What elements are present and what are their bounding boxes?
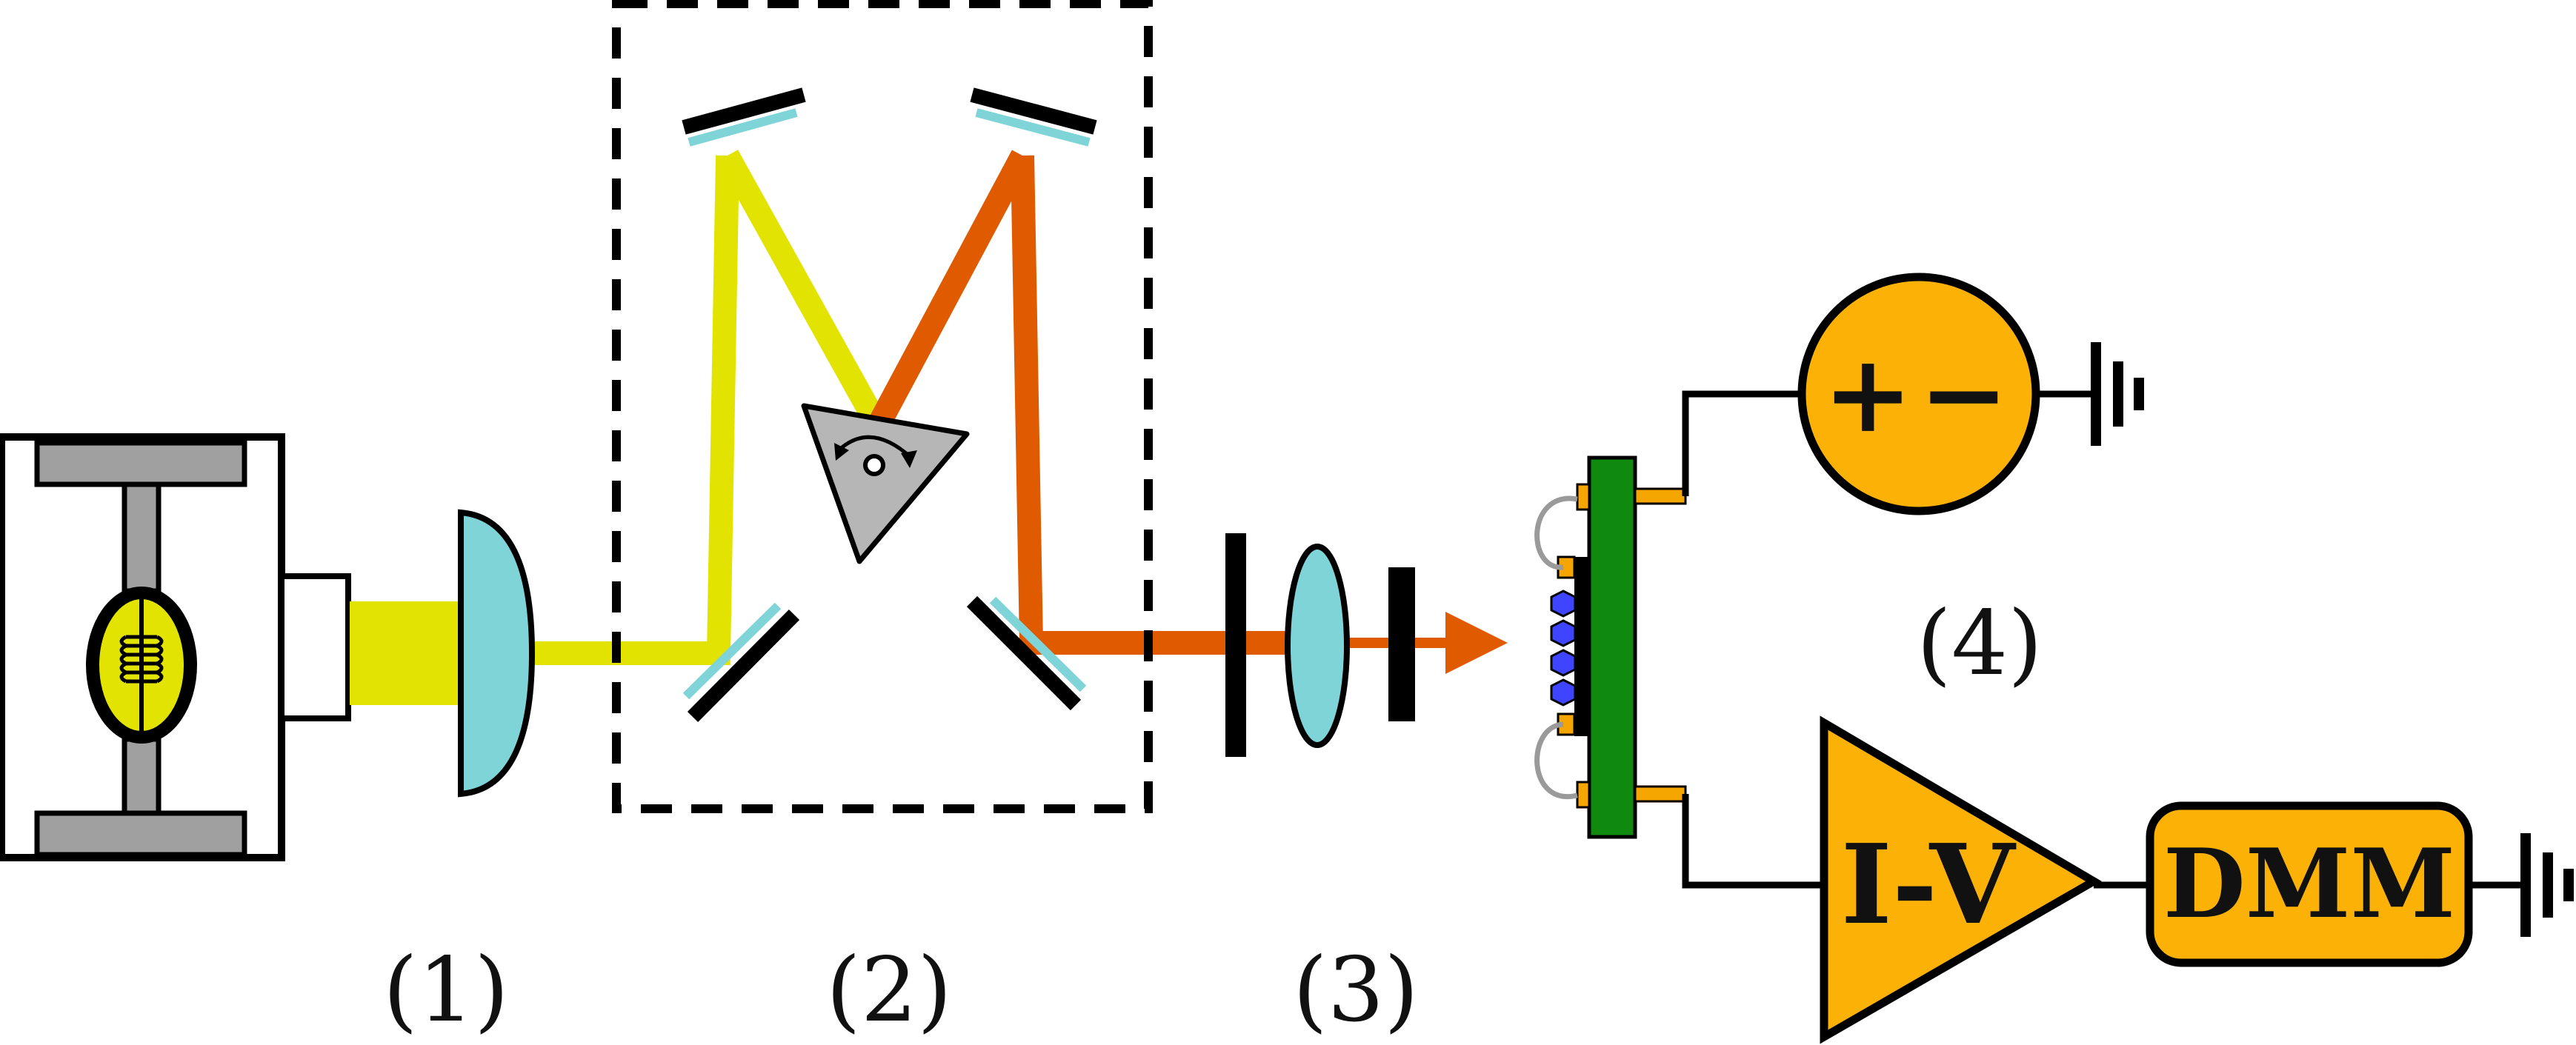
lamp-icon [86, 587, 197, 744]
power-supply-label: +− [1823, 331, 2015, 457]
slit-icon [1225, 533, 1246, 757]
lens-icon [1285, 544, 1350, 748]
lamp-housing [0, 433, 351, 861]
stage-2-label: (2) [826, 939, 952, 1042]
digital-multimeter: DMM [2146, 801, 2473, 967]
mirror-icon [966, 595, 1087, 711]
sample-device-icon [1534, 455, 1687, 839]
stage-4-label: (4) [1917, 592, 2043, 695]
amplifier-label: I-V [1841, 820, 2017, 949]
rotation-arrow-icon [834, 435, 917, 468]
wiring [1682, 390, 2520, 889]
stage-1-label: (1) [383, 939, 509, 1042]
monochromator-enclosure [612, 0, 1153, 813]
mirror-icon [970, 87, 1097, 147]
meter-label: DMM [2163, 829, 2455, 940]
lens-icon [458, 509, 536, 798]
prism-icon [801, 403, 970, 564]
stage-3-label: (3) [1293, 939, 1419, 1042]
ground-icon [2091, 342, 2144, 446]
mirror-icon [682, 87, 806, 147]
ground-icon [2520, 833, 2574, 937]
power-supply: +− [1797, 273, 2040, 515]
current-voltage-amplifier: I-V [1820, 715, 2102, 1044]
slit-icon [1388, 567, 1415, 721]
collimated-beam [350, 601, 461, 705]
mirror-icon [682, 602, 800, 723]
